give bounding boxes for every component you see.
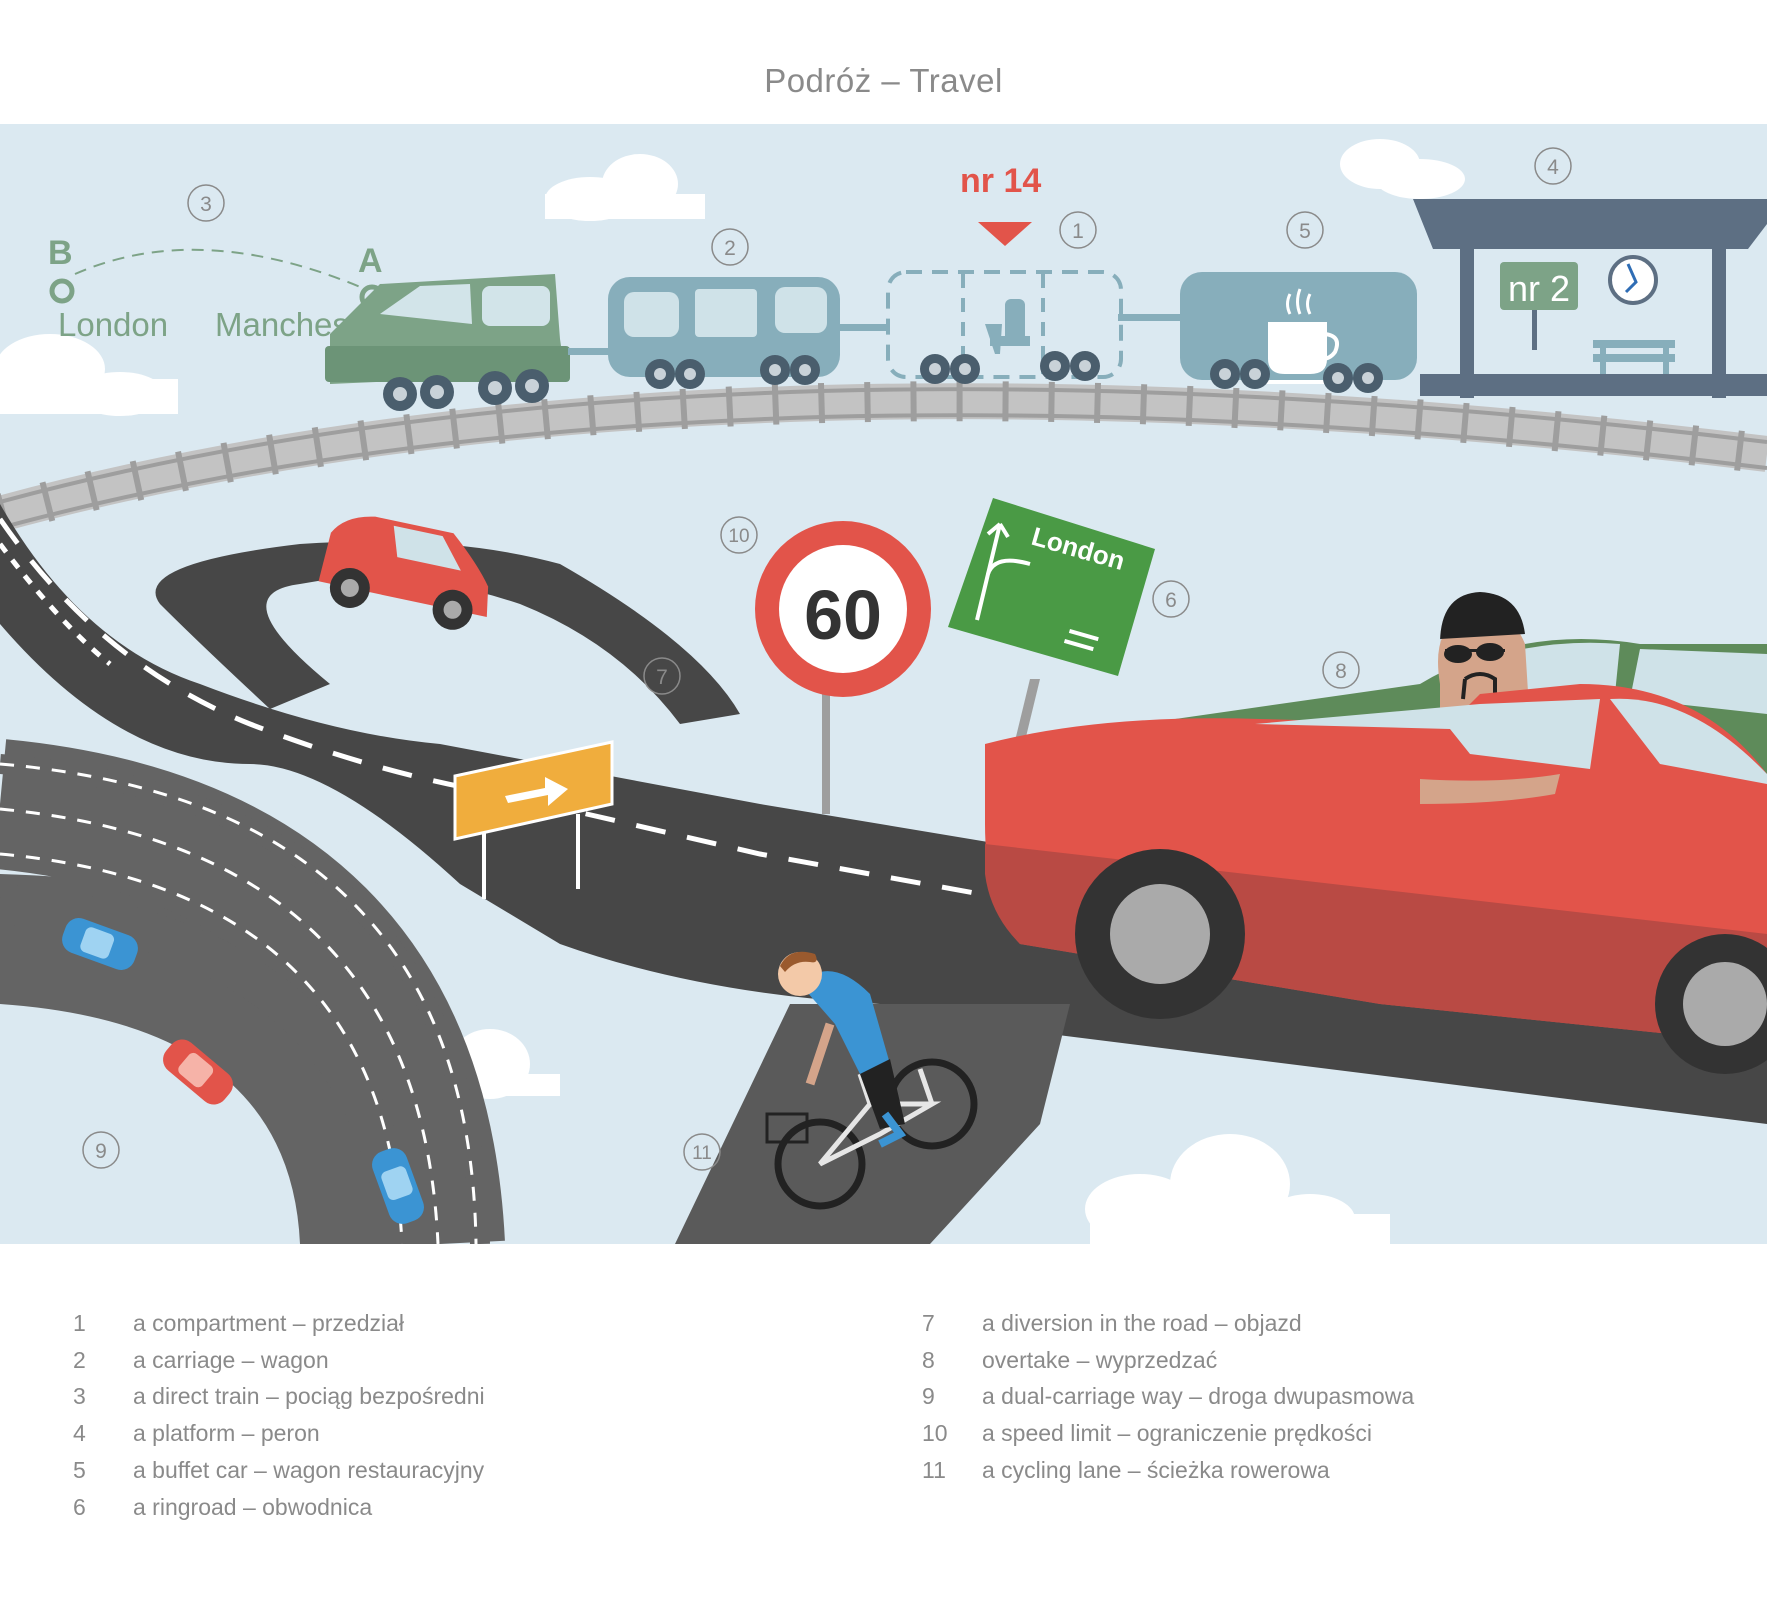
svg-text:1: 1 bbox=[1072, 220, 1084, 243]
wheel bbox=[1075, 849, 1245, 1019]
cloud bbox=[1340, 139, 1465, 199]
small-car-red bbox=[163, 1039, 233, 1105]
small-car-blue bbox=[372, 1148, 424, 1224]
svg-text:11: 11 bbox=[692, 1143, 712, 1164]
small-car-blue bbox=[62, 918, 138, 970]
diversion-sign bbox=[453, 740, 614, 899]
svg-text:8: 8 bbox=[1335, 660, 1347, 683]
route-letter-a: A bbox=[358, 242, 383, 280]
callout-8: 8 bbox=[1322, 651, 1360, 689]
legend-text: a dual-carriage way – droga dwupasmowa bbox=[982, 1383, 1415, 1409]
legend-number: 9 bbox=[922, 1383, 935, 1409]
route-city-london: London bbox=[58, 306, 168, 343]
callout-6: 6 bbox=[1152, 580, 1190, 618]
callout-1: 1 bbox=[1059, 211, 1097, 249]
legend-text: a diversion in the road – objazd bbox=[982, 1310, 1302, 1336]
red-car-overtaking bbox=[985, 684, 1767, 1074]
legend-text: a speed limit – ograniczenie prędkości bbox=[982, 1420, 1372, 1446]
legend-text: a platform – peron bbox=[133, 1420, 320, 1446]
legend-number: 6 bbox=[73, 1494, 86, 1520]
buffet-car bbox=[1180, 272, 1417, 393]
callout-3: 3 bbox=[187, 184, 225, 222]
svg-text:3: 3 bbox=[200, 193, 212, 216]
bicycle-wheel bbox=[774, 1118, 866, 1210]
legend-text: a buffet car – wagon restauracyjny bbox=[133, 1457, 485, 1483]
legend-number: 4 bbox=[73, 1420, 86, 1446]
speed-limit-sign: 60 bbox=[755, 521, 931, 814]
speed-limit-value: 60 bbox=[804, 576, 882, 654]
compartment-carriage bbox=[886, 270, 1123, 384]
legend-number: 10 bbox=[922, 1420, 948, 1446]
seat-icon bbox=[985, 299, 1030, 354]
legend-number: 11 bbox=[922, 1457, 946, 1483]
legend-number: 3 bbox=[73, 1383, 86, 1409]
svg-text:7: 7 bbox=[656, 666, 668, 689]
callout-11: 11 bbox=[683, 1133, 721, 1171]
svg-text:5: 5 bbox=[1299, 220, 1311, 243]
compartment-marker-arrow bbox=[978, 222, 1032, 246]
callout-4: 4 bbox=[1534, 147, 1572, 185]
svg-text:6: 6 bbox=[1165, 589, 1177, 612]
callout-10: 10 bbox=[720, 516, 758, 554]
railway-track bbox=[0, 381, 1767, 534]
legend-number: 1 bbox=[73, 1310, 86, 1336]
legend-text: a ringroad – obwodnica bbox=[133, 1494, 373, 1520]
red-car-diversion bbox=[318, 516, 489, 630]
legend-text: overtake – wyprzedzać bbox=[982, 1347, 1218, 1373]
legend-text: a direct train – pociąg bezpośredni bbox=[133, 1383, 485, 1409]
compartment-number-label: nr 14 bbox=[960, 162, 1041, 200]
callout-2: 2 bbox=[711, 228, 749, 266]
platform-number-sign: nr 2 bbox=[1508, 268, 1570, 309]
legend-number: 5 bbox=[73, 1457, 86, 1483]
page-title: Podróż – Travel bbox=[764, 62, 1003, 99]
svg-text:4: 4 bbox=[1547, 156, 1559, 179]
legend-text: a compartment – przedział bbox=[133, 1310, 405, 1336]
svg-text:10: 10 bbox=[728, 526, 749, 547]
train-engine bbox=[325, 274, 570, 411]
route-point-b bbox=[49, 278, 75, 304]
svg-text:9: 9 bbox=[95, 1140, 107, 1163]
legend-number: 7 bbox=[922, 1310, 935, 1336]
cloud bbox=[545, 154, 705, 221]
route-letter-b: B bbox=[48, 234, 73, 272]
callout-7: 7 bbox=[643, 657, 681, 695]
svg-text:2: 2 bbox=[724, 237, 736, 260]
clock-icon bbox=[1608, 255, 1658, 305]
travel-illustration: B A London Manchester bbox=[0, 124, 1767, 1244]
cloud bbox=[1085, 1134, 1390, 1244]
legend-text: a carriage – wagon bbox=[133, 1347, 329, 1373]
cloud bbox=[0, 334, 178, 416]
sunglasses-icon bbox=[1444, 643, 1505, 663]
bench bbox=[1593, 340, 1675, 378]
callout-5: 5 bbox=[1286, 211, 1324, 249]
arrow-right-sign bbox=[505, 777, 568, 806]
carriage bbox=[608, 277, 840, 389]
legend-number: 8 bbox=[922, 1347, 935, 1373]
legend-text: a cycling lane – ścieżka rowerowa bbox=[982, 1457, 1330, 1483]
wheel bbox=[1655, 934, 1767, 1074]
cycling-lane bbox=[675, 1004, 1070, 1244]
cyclist bbox=[765, 951, 978, 1210]
platform-shelter: nr 2 bbox=[1413, 199, 1767, 398]
legend-number: 2 bbox=[73, 1347, 86, 1373]
callout-9: 9 bbox=[82, 1131, 120, 1169]
